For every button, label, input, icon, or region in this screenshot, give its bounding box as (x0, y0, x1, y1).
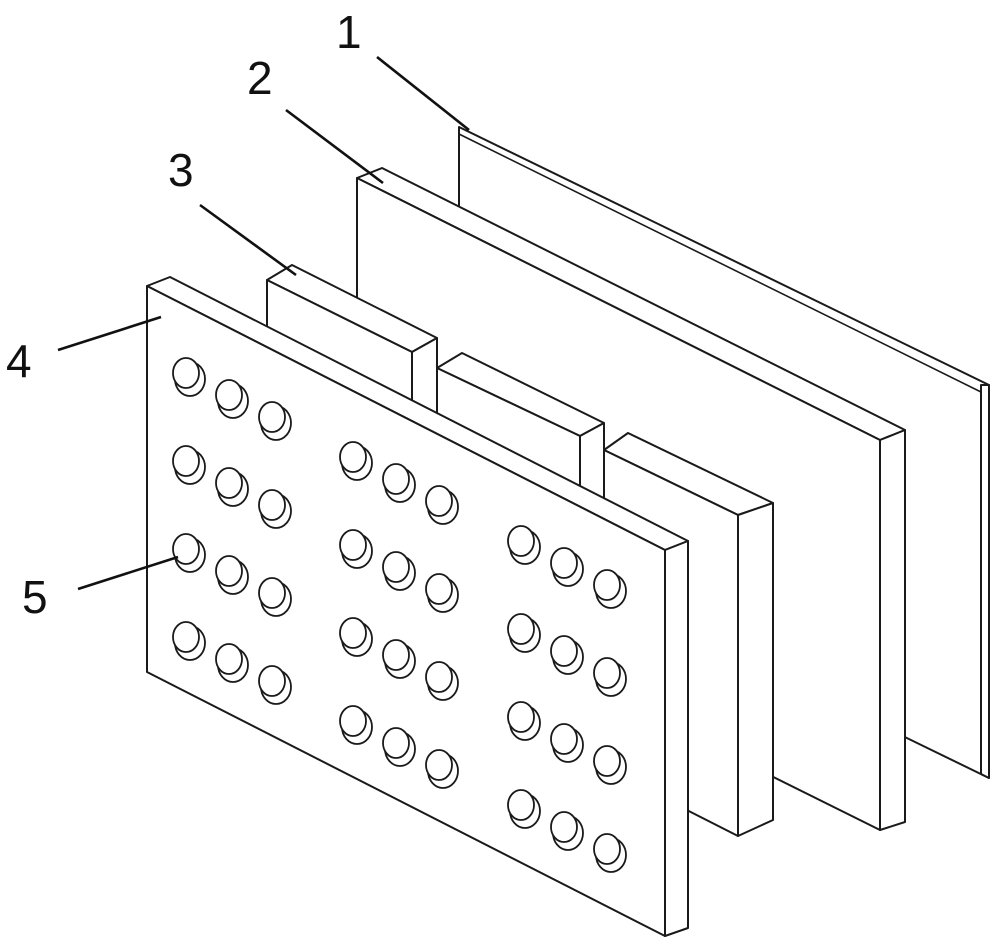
plate-4 (146, 276, 689, 937)
stud-face (507, 701, 535, 733)
stud-face (339, 705, 367, 737)
stud-face (215, 643, 243, 675)
stud-face (258, 665, 286, 697)
stud (507, 701, 541, 741)
stud-face (215, 379, 243, 411)
stud-face (550, 723, 578, 755)
stud-face (507, 613, 535, 645)
callout-label-1: 1 (336, 6, 362, 58)
callout-label-3: 3 (168, 144, 194, 196)
leader-line-2 (285, 108, 384, 185)
stud (339, 705, 373, 745)
callout-label-2: 2 (247, 52, 273, 104)
stud (215, 467, 249, 507)
stud-face (550, 547, 578, 579)
stud (258, 665, 292, 705)
stud-face (382, 727, 410, 759)
leader-line-5 (77, 555, 179, 591)
stud-face (172, 357, 200, 389)
stud (507, 789, 541, 829)
stud-face (507, 789, 535, 821)
callout-label-4: 4 (6, 335, 32, 387)
stud-face (215, 467, 243, 499)
stud-face (593, 569, 621, 601)
stud (425, 573, 459, 613)
stud-face (507, 525, 535, 557)
stud (172, 357, 206, 397)
stud-face (172, 445, 200, 477)
stud (550, 547, 584, 587)
stud (593, 569, 627, 609)
stud (550, 723, 584, 763)
stud (215, 555, 249, 595)
stud (507, 613, 541, 653)
stud (550, 635, 584, 675)
stud-face (550, 811, 578, 843)
stud (507, 525, 541, 565)
stud (339, 617, 373, 657)
stud (425, 749, 459, 789)
stud (215, 643, 249, 683)
stud (258, 401, 292, 441)
stud-face (215, 555, 243, 587)
leader-line-4 (57, 315, 162, 352)
stud (593, 657, 627, 697)
stud (258, 489, 292, 529)
stud-face (258, 401, 286, 433)
stud-face (593, 657, 621, 689)
stud-face (172, 533, 200, 565)
stud-face (339, 617, 367, 649)
stud-face (172, 621, 200, 653)
stud-face (339, 529, 367, 561)
stud (382, 727, 416, 767)
leader-line-3 (199, 203, 297, 277)
stud-face (425, 485, 453, 517)
stud (593, 745, 627, 785)
stud (339, 441, 373, 481)
stud (258, 577, 292, 617)
stud (382, 551, 416, 591)
stud-face (339, 441, 367, 473)
stud (593, 833, 627, 873)
stud-face (593, 833, 621, 865)
leader-line-1 (376, 55, 470, 132)
stud (425, 661, 459, 701)
stud (339, 529, 373, 569)
stud (172, 533, 206, 573)
stud-face (425, 749, 453, 781)
stud-face (593, 745, 621, 777)
stud (172, 445, 206, 485)
stud-face (425, 573, 453, 605)
stud (382, 463, 416, 503)
stud-face (550, 635, 578, 667)
stud (425, 485, 459, 525)
studs-5 (172, 357, 627, 873)
stud-face (258, 577, 286, 609)
leader-lines (57, 55, 470, 591)
stud-face (382, 551, 410, 583)
stud-face (258, 489, 286, 521)
stud (172, 621, 206, 661)
callout-labels: 1 2 3 4 5 (6, 6, 362, 623)
stud (550, 811, 584, 851)
stud-face (425, 661, 453, 693)
stud (382, 639, 416, 679)
stud (215, 379, 249, 419)
stud-face (382, 463, 410, 495)
callout-label-5: 5 (22, 571, 48, 623)
stud-face (382, 639, 410, 671)
